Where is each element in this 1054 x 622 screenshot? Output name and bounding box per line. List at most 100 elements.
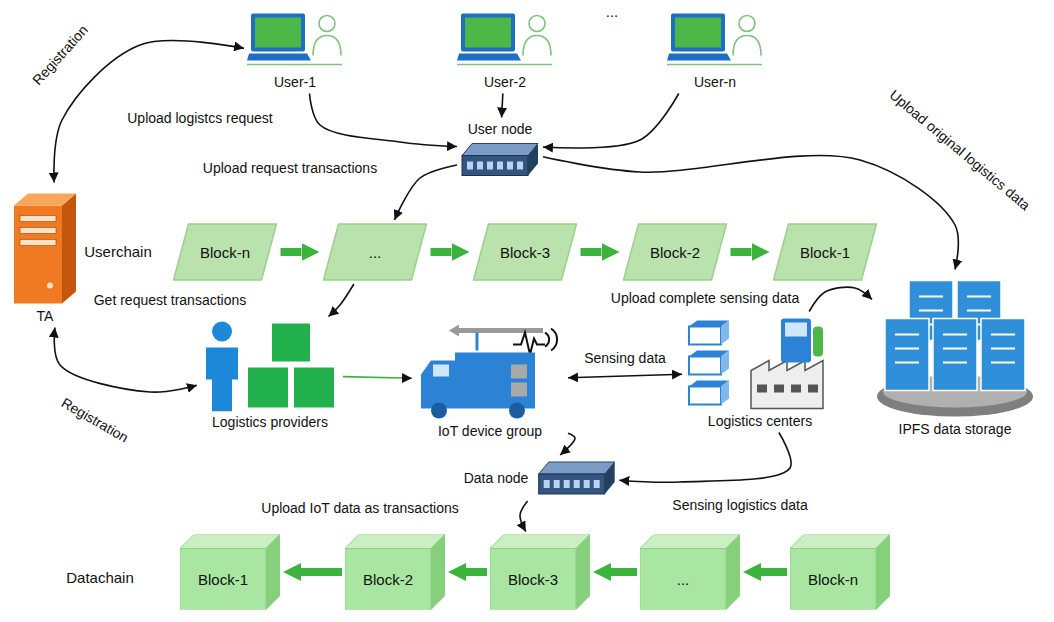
- chain-arrow: [761, 568, 787, 576]
- edge-label: Upload complete sensing data: [609, 290, 801, 306]
- ipfs-node: IPFS data storage: [875, 273, 1035, 438]
- parallelogram-fill: [774, 224, 877, 280]
- server-line: [967, 310, 991, 312]
- switch-port: [543, 480, 549, 488]
- server-slot: [20, 216, 56, 222]
- truck-window: [433, 365, 449, 377]
- switch-top: [462, 144, 538, 156]
- person-body: [523, 36, 551, 56]
- cube-top: [180, 535, 280, 549]
- factory-window: [791, 385, 801, 393]
- device: [781, 319, 811, 363]
- cube-front: [640, 549, 726, 610]
- laptop-display: [255, 18, 301, 48]
- block-body: Block-3: [490, 549, 576, 610]
- desk-line: [457, 64, 552, 66]
- person-head: [212, 322, 232, 342]
- parcel: [272, 324, 310, 362]
- block-body: Block-2: [345, 549, 431, 610]
- desk-line: [247, 64, 342, 66]
- para-node: Block-3: [473, 223, 578, 281]
- person-head: [319, 16, 335, 32]
- switch-port: [487, 162, 493, 170]
- server-line: [895, 348, 919, 350]
- storage-server: [981, 319, 1025, 391]
- cube-front: [345, 549, 431, 610]
- server-slot: [20, 228, 56, 234]
- cube-side: [266, 535, 280, 610]
- laptop-base: [247, 54, 311, 61]
- switch-side: [528, 144, 538, 176]
- server-line: [943, 362, 967, 364]
- switch-front: [538, 474, 604, 494]
- laptop-display: [465, 18, 511, 48]
- node-label: Data node: [464, 470, 529, 487]
- switch-port: [507, 162, 513, 170]
- providers-node: Logistics providers: [200, 320, 340, 431]
- cube-node: Block-2: [345, 535, 445, 610]
- sensor-wave: [513, 333, 545, 355]
- laptop-screen: [671, 14, 725, 52]
- factory-window: [757, 385, 767, 393]
- block-label: Block-3: [508, 571, 558, 588]
- wheel: [509, 403, 525, 419]
- box: [689, 357, 721, 375]
- node-label: Logistics centers: [708, 413, 812, 430]
- server-slot: [20, 240, 56, 246]
- flow-connector: [543, 155, 958, 269]
- storage-server: [885, 319, 929, 391]
- switch-node: User node: [460, 121, 540, 180]
- laptop-node: User-2: [457, 10, 553, 91]
- laptop-screen: [251, 14, 305, 52]
- switch-port: [573, 480, 579, 488]
- block-body: Block-1: [773, 223, 878, 281]
- block-body: Block-1: [180, 549, 266, 610]
- person-body: [733, 36, 761, 56]
- block-body: ...: [323, 223, 428, 281]
- server-line: [943, 348, 967, 350]
- server-led: [47, 283, 53, 289]
- person-body: [206, 348, 238, 412]
- edge-label: Get request transactions: [92, 292, 249, 308]
- signal-bar: [455, 328, 543, 333]
- server-icon: [10, 186, 80, 306]
- block-label: Block-n: [200, 244, 250, 261]
- sensor-box: [511, 383, 527, 397]
- para-node: ...: [323, 223, 428, 281]
- parallelogram-fill: [174, 224, 277, 280]
- centers-node: Logistics centers: [685, 315, 835, 430]
- truck-icon: [415, 321, 565, 421]
- cube-node: Block-3: [490, 535, 590, 610]
- edge-label: Sensing data: [582, 350, 668, 366]
- laptop-icon: [667, 10, 763, 72]
- block-cube: [640, 535, 740, 610]
- block-label: Block-3: [500, 244, 550, 261]
- node-label: User-n: [694, 74, 736, 91]
- flow-connector: [568, 374, 682, 377]
- box-side: [721, 351, 729, 375]
- server-line: [919, 296, 943, 298]
- providers-icon: [200, 320, 340, 412]
- factory-window: [808, 385, 818, 393]
- switch-port: [477, 162, 483, 170]
- antenna: [476, 333, 479, 351]
- flow-connector: [520, 501, 528, 532]
- server-line: [991, 348, 1015, 350]
- server-line: [895, 362, 919, 364]
- block-label: Block-n: [808, 571, 858, 588]
- node-label: TA: [37, 308, 54, 325]
- chain-arrow: [466, 568, 487, 576]
- flow-connector: [502, 94, 503, 118]
- flow-connector: [394, 165, 457, 220]
- node-label: User-2: [484, 74, 526, 91]
- server-line: [919, 310, 943, 312]
- signal-head: [449, 325, 459, 337]
- server-front: [14, 206, 62, 304]
- switch-port: [553, 480, 559, 488]
- truck-cargo: [455, 353, 535, 409]
- ellipsis-label: ...: [604, 4, 621, 20]
- server-line: [991, 334, 1015, 336]
- person-head: [739, 16, 755, 32]
- block-label: ...: [677, 571, 690, 588]
